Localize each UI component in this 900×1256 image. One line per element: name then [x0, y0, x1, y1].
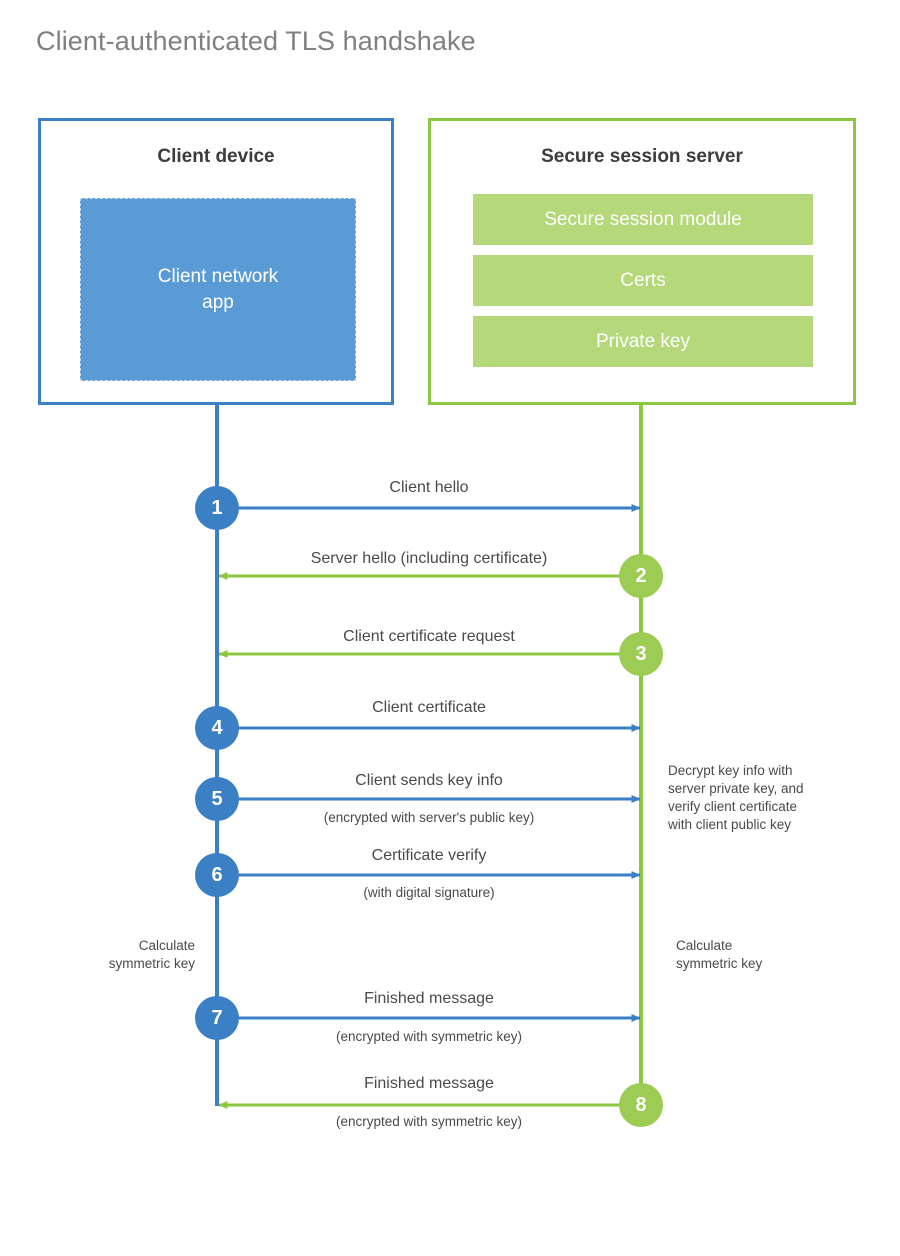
client-device-title: Client device: [157, 146, 275, 167]
step-number: 3: [635, 642, 647, 665]
server-component-label: Certs: [620, 269, 666, 291]
message-label-step-6: Certificate verify: [371, 847, 487, 864]
server-decrypt-note-line4: with client public key: [668, 817, 792, 832]
step-circle-8[interactable]: 8: [619, 1083, 663, 1127]
message-sublabel-step-8: (encrypted with symmetric key): [335, 1114, 523, 1129]
message-label-step-4: Client certificate: [372, 699, 486, 716]
server-decrypt-note: Decrypt key info with server private key…: [668, 762, 843, 834]
message-label-step-2: Server hello (including certificate): [310, 550, 548, 567]
step-circle-7[interactable]: 7: [195, 996, 239, 1040]
server-calc-note-line1: Calculate: [676, 938, 733, 953]
message-label-step-7: Finished message: [364, 990, 494, 1007]
message-label-step-8: Finished message: [364, 1075, 494, 1092]
page-title: Client-authenticated TLS handshake: [36, 26, 476, 56]
client-network-app-block: Client network app: [80, 198, 356, 381]
step-number: 4: [211, 716, 223, 739]
message-label-step-1: Client hello: [389, 479, 469, 496]
step-number: 8: [635, 1093, 647, 1116]
step-circle-6[interactable]: 6: [195, 853, 239, 897]
server-component-label: Secure session module: [544, 208, 742, 230]
server-decrypt-note-line1: Decrypt key info with: [668, 763, 793, 778]
client-calc-note-line1: Calculate: [138, 938, 195, 953]
step-circle-1[interactable]: 1: [195, 486, 239, 530]
server-calc-note-line2: symmetric key: [676, 956, 763, 971]
server-calculate-symmetric-key-note: Calculate symmetric key: [676, 937, 851, 973]
message-sublabel-step-7: (encrypted with symmetric key): [335, 1029, 523, 1044]
server-components-list: Secure session module Certs Private key: [473, 194, 813, 367]
secure-session-server-box: Secure session server Secure session mod…: [428, 118, 856, 405]
client-app-label-line1: Client network: [157, 265, 279, 287]
message-label-step-3: Client certificate request: [343, 628, 515, 645]
message-label-step-5: Client sends key info: [355, 772, 503, 789]
step-circle-4[interactable]: 4: [195, 706, 239, 750]
server-component-private-key: Private key: [473, 316, 813, 367]
server-component-certs: Certs: [473, 255, 813, 306]
client-calc-note-line2: symmetric key: [108, 956, 195, 971]
step-circle-5[interactable]: 5: [195, 777, 239, 821]
client-network-app-label: Client network app: [158, 264, 278, 316]
client-device-box: Client device Client network app: [38, 118, 394, 405]
step-number: 1: [211, 496, 223, 519]
step-circle-3[interactable]: 3: [619, 632, 663, 676]
client-app-label-line2: app: [202, 291, 234, 313]
client-calculate-symmetric-key-note: Calculate symmetric key: [20, 937, 195, 973]
message-sublabel-step-6: (with digital signature): [363, 885, 495, 900]
step-number: 7: [211, 1006, 223, 1029]
server-decrypt-note-line3: verify client certificate: [668, 799, 798, 814]
step-number: 2: [635, 564, 647, 587]
step-circle-2[interactable]: 2: [619, 554, 663, 598]
server-component-secure-session-module: Secure session module: [473, 194, 813, 245]
secure-session-server-title: Secure session server: [541, 146, 743, 167]
server-component-label: Private key: [596, 330, 690, 352]
message-sublabel-step-5: (encrypted with server's public key): [323, 810, 535, 825]
server-decrypt-note-line2: server private key, and: [668, 781, 804, 796]
step-number: 5: [211, 787, 223, 810]
step-number: 6: [211, 863, 223, 886]
